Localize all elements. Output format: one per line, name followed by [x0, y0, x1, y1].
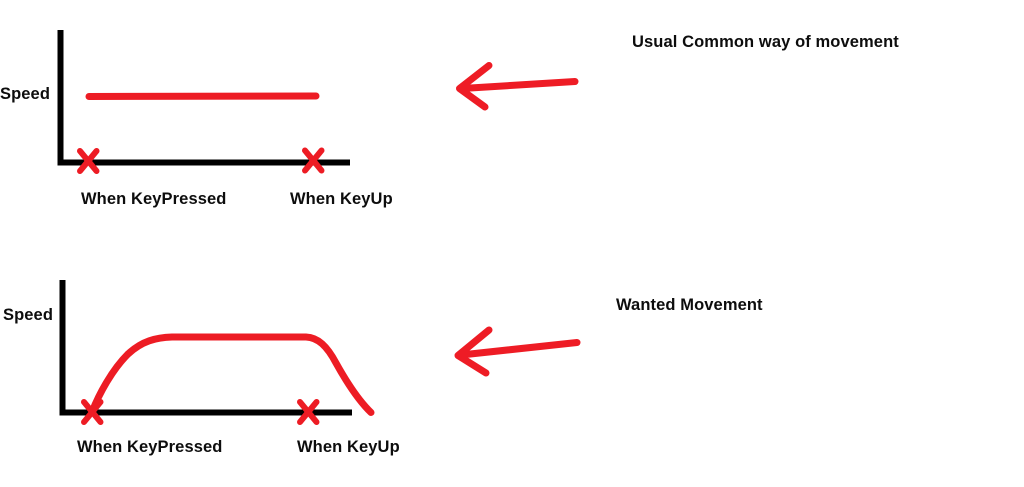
arrow-to-wanted-chart-icon: [454, 326, 581, 377]
chart2-keypressed-x-mark: [81, 399, 104, 425]
chart1-keypressed-x-mark: [77, 148, 100, 174]
chart2-y-axis-label: Speed: [3, 306, 54, 324]
chart1-keyup-x-mark: [302, 147, 325, 174]
chart-usual-movement: [57, 30, 350, 174]
chart1-keyup-label: When KeyUp: [290, 190, 393, 208]
chart2-speed-curve: [88, 333, 375, 416]
arrow-to-usual-chart-icon: [456, 62, 579, 111]
chart2-caption: Wanted Movement: [616, 296, 763, 314]
chart2-keypressed-label: When KeyPressed: [77, 438, 223, 456]
chart1-axes: [57, 30, 350, 166]
chart1-keypressed-label: When KeyPressed: [81, 190, 227, 208]
chart2-axes: [59, 280, 352, 416]
chart2-keyup-x-mark: [297, 399, 320, 425]
chart-wanted-movement: [59, 280, 375, 425]
chart1-speed-curve: [85, 92, 320, 100]
chart1-y-axis-label: Speed: [0, 85, 51, 103]
chart1-caption: Usual Common way of movement: [632, 33, 899, 51]
chart2-keyup-label: When KeyUp: [297, 438, 400, 456]
